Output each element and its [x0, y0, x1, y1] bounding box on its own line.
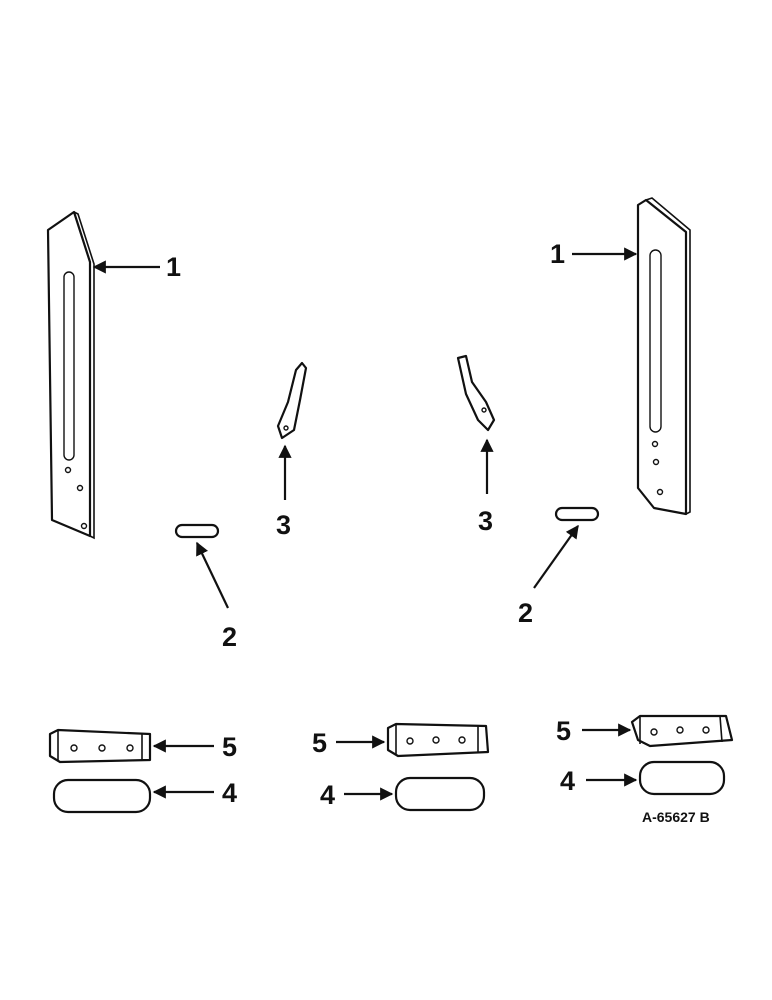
part-2-right-pin — [554, 506, 600, 522]
part-4-middle-roller — [394, 776, 486, 812]
part-3-left-bracket — [276, 361, 308, 440]
part-3-right-bracket — [456, 354, 496, 432]
callout-4-left: 4 — [222, 778, 237, 808]
part-1-left-plate — [46, 210, 95, 540]
part-5-left-angle-bracket — [48, 728, 152, 764]
callout-3-right: 3 — [478, 506, 493, 536]
callout-4-right: 4 — [560, 766, 575, 796]
part-1-right-plate — [636, 197, 691, 516]
callout-1-left: 1 — [166, 252, 181, 282]
reference-code: A-65627 B — [642, 809, 710, 825]
part-5-middle-angle-bracket — [386, 722, 490, 758]
callout-2-right: 2 — [518, 598, 533, 628]
callout-4-middle: 4 — [320, 780, 335, 810]
callout-2-left: 2 — [222, 622, 237, 652]
part-5-right-angle-bracket — [630, 714, 734, 748]
callout-3-left: 3 — [276, 510, 291, 540]
part-2-left-pin — [174, 523, 220, 539]
leader-2-left — [196, 541, 229, 609]
callout-5-middle: 5 — [312, 728, 327, 758]
callout-5-left: 5 — [222, 732, 237, 762]
part-4-left-roller — [52, 778, 152, 814]
callout-1-right: 1 — [550, 239, 565, 269]
part-4-right-roller — [638, 760, 726, 796]
leader-2-right — [533, 524, 579, 589]
callout-5-right: 5 — [556, 716, 571, 746]
